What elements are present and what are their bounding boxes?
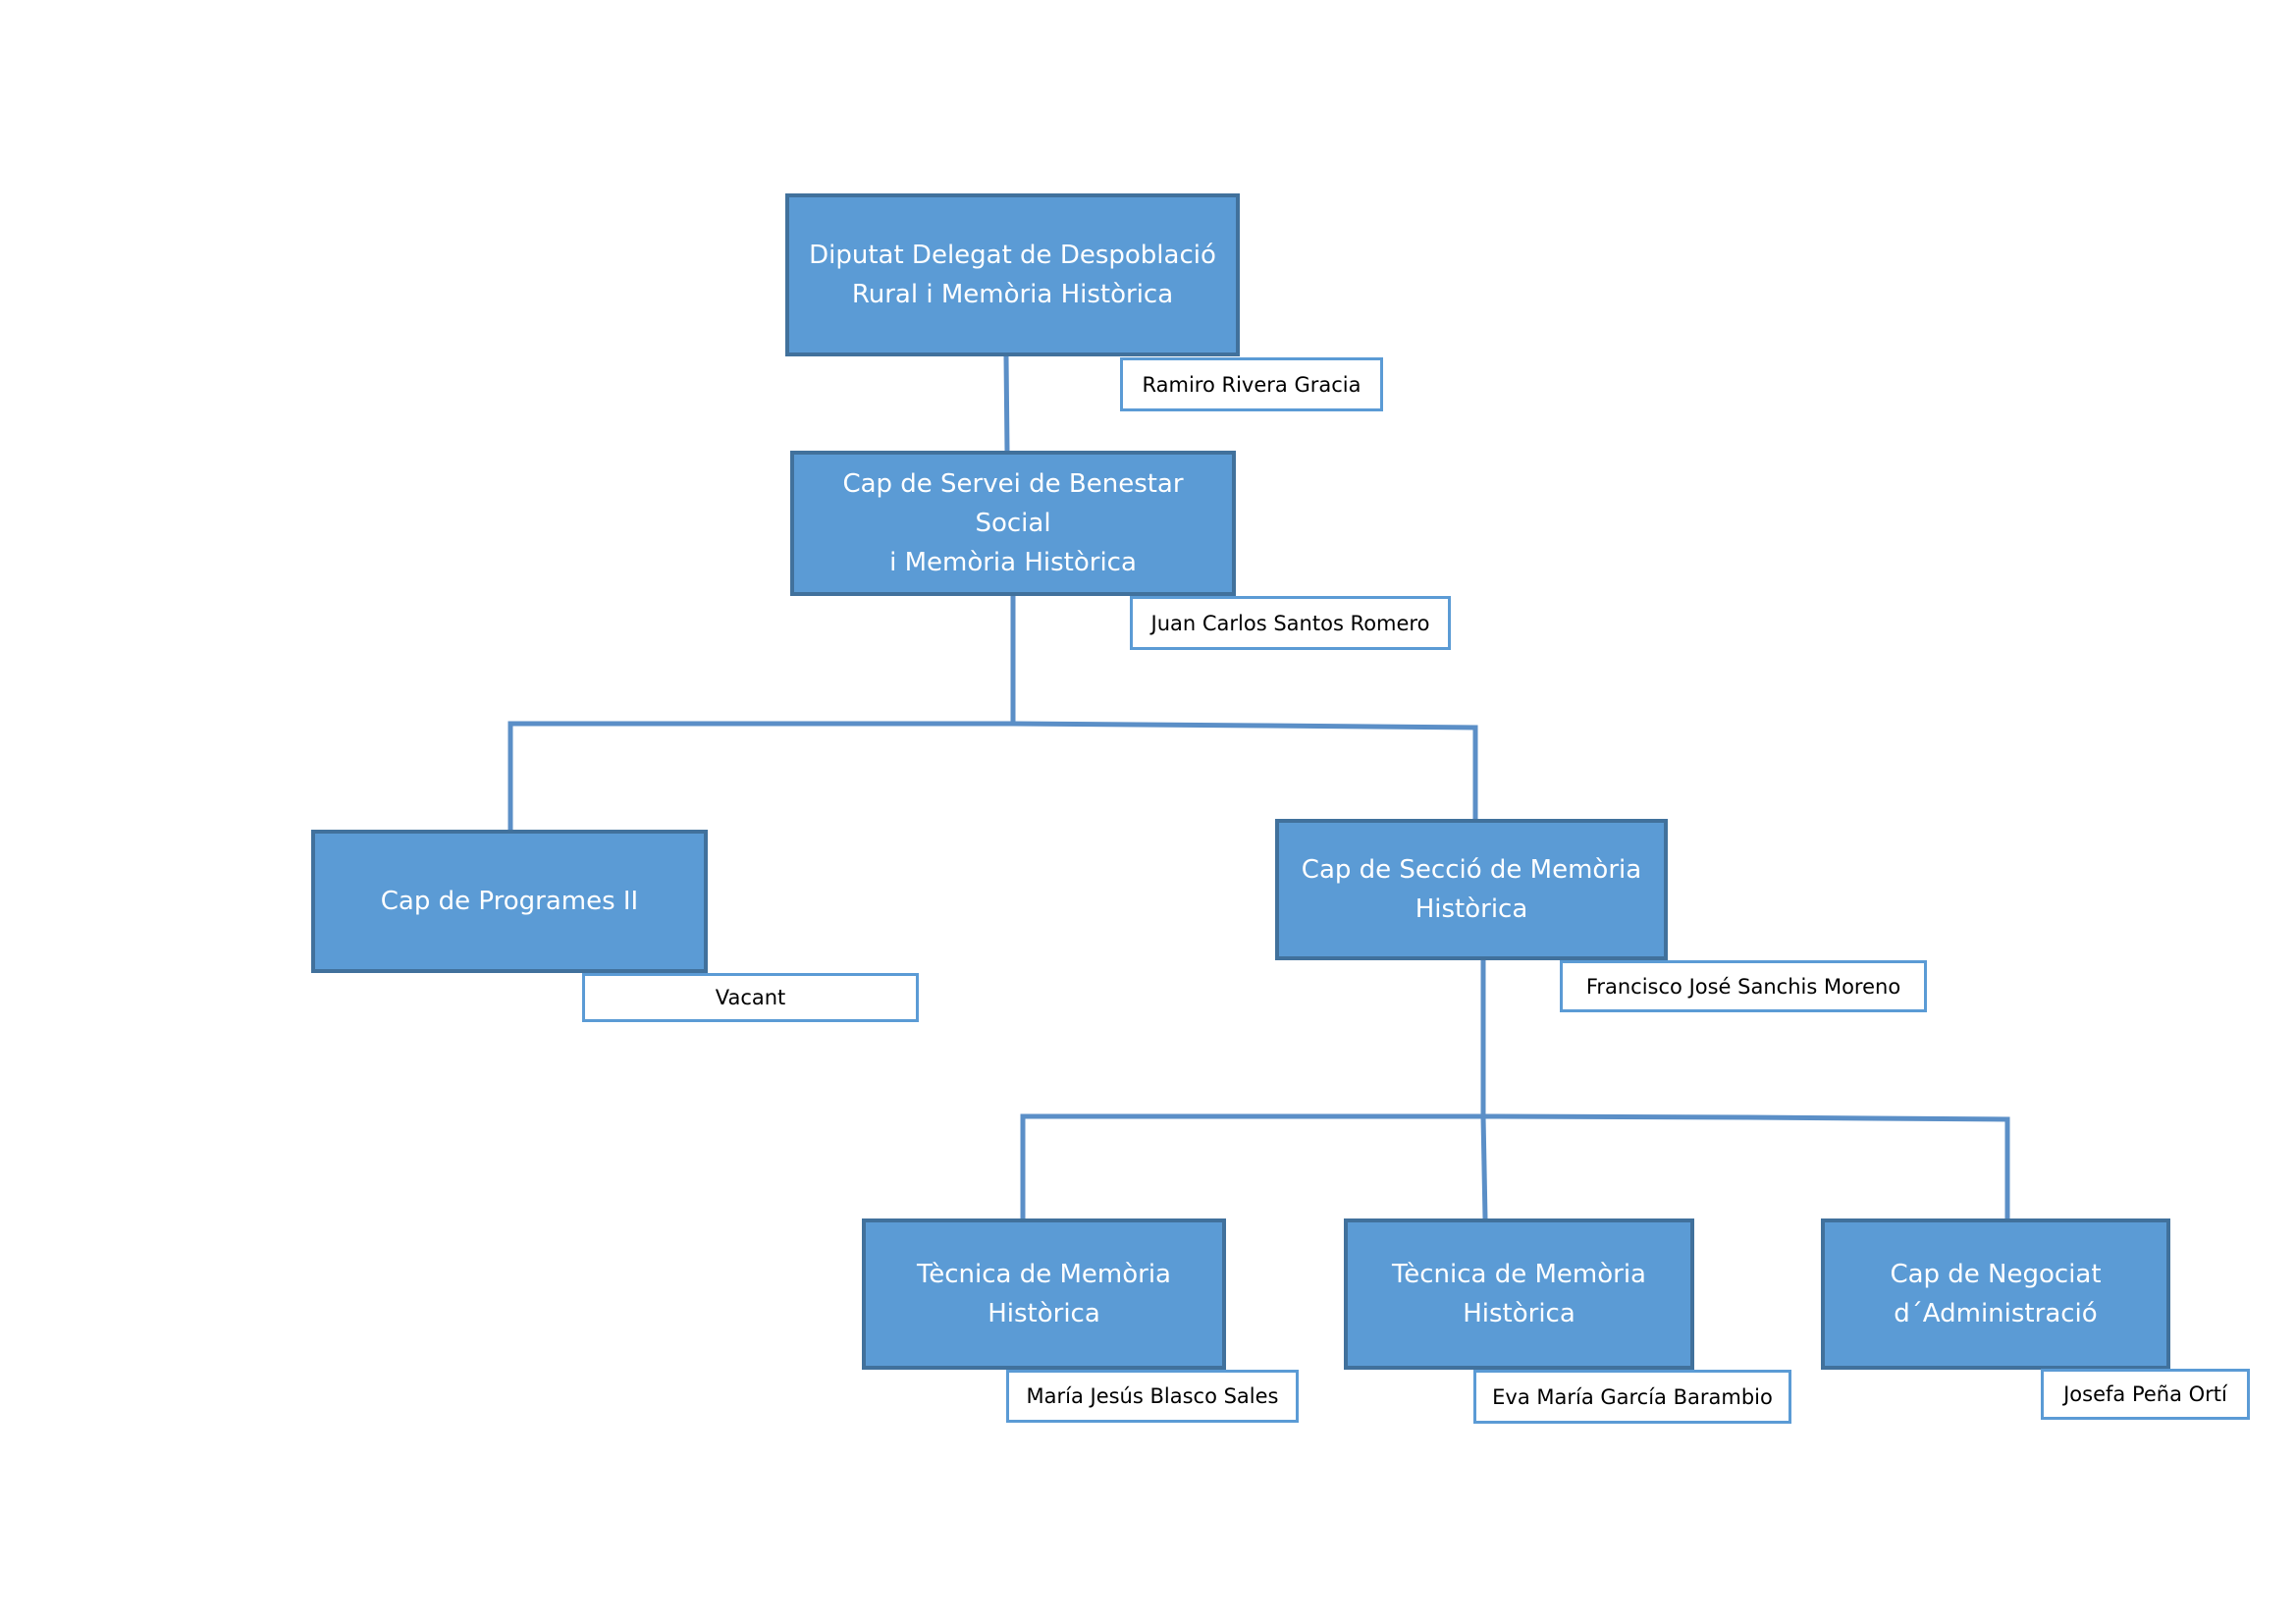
node-tecnica-1: Tècnica de Memòria Històrica (862, 1218, 1226, 1370)
node-tecnica-2-name-text: Eva María García Barambio (1492, 1384, 1773, 1409)
node-diputat-delegat-name-text: Ramiro Rivera Gracia (1142, 372, 1362, 397)
node-cap-negociat: Cap de Negociat d´Administració (1821, 1218, 2170, 1370)
node-tecnica-2: Tècnica de Memòria Històrica (1344, 1218, 1694, 1370)
connector-branch-level3 (1020, 1113, 2010, 1122)
node-diputat-delegat: Diputat Delegat de Despoblació Rural i M… (785, 193, 1240, 356)
connector-to-tecnica2 (1480, 1113, 1488, 1221)
node-tecnica-2-title: Tècnica de Memòria Històrica (1392, 1259, 1646, 1328)
node-cap-seccio-title: Cap de Secció de Memòria Històrica (1301, 854, 1642, 924)
node-diputat-delegat-title: Diputat Delegat de Despoblació Rural i M… (809, 240, 1216, 309)
node-cap-servei-name-text: Juan Carlos Santos Romero (1150, 611, 1430, 635)
node-diputat-delegat-name: Ramiro Rivera Gracia (1120, 357, 1383, 411)
node-cap-programes-name: Vacant (582, 973, 919, 1022)
node-cap-negociat-name-text: Josefa Peña Ortí (2063, 1382, 2227, 1406)
node-cap-servei-title: Cap de Servei de Benestar Social i Memòr… (842, 468, 1184, 578)
node-tecnica-1-title: Tècnica de Memòria Històrica (917, 1259, 1171, 1328)
node-cap-seccio: Cap de Secció de Memòria Històrica (1275, 819, 1668, 960)
node-cap-seccio-name: Francisco José Sanchis Moreno (1560, 960, 1927, 1012)
node-tecnica-1-name: María Jesús Blasco Sales (1006, 1370, 1299, 1423)
node-cap-negociat-title: Cap de Negociat d´Administració (1890, 1259, 2102, 1328)
node-cap-programes: Cap de Programes II (311, 830, 708, 973)
node-cap-programes-title: Cap de Programes II (380, 886, 639, 916)
connector-branch-level2 (507, 721, 1478, 731)
node-tecnica-2-name: Eva María García Barambio (1473, 1370, 1791, 1424)
node-cap-servei: Cap de Servei de Benestar Social i Memòr… (790, 451, 1236, 596)
node-cap-servei-name: Juan Carlos Santos Romero (1130, 596, 1451, 650)
node-cap-negociat-name: Josefa Peña Ortí (2041, 1369, 2250, 1420)
node-tecnica-1-name-text: María Jesús Blasco Sales (1026, 1384, 1279, 1408)
node-cap-seccio-name-text: Francisco José Sanchis Moreno (1585, 974, 1901, 999)
node-cap-programes-name-text: Vacant (715, 986, 786, 1009)
connector-diputat-servei (1003, 353, 1010, 454)
